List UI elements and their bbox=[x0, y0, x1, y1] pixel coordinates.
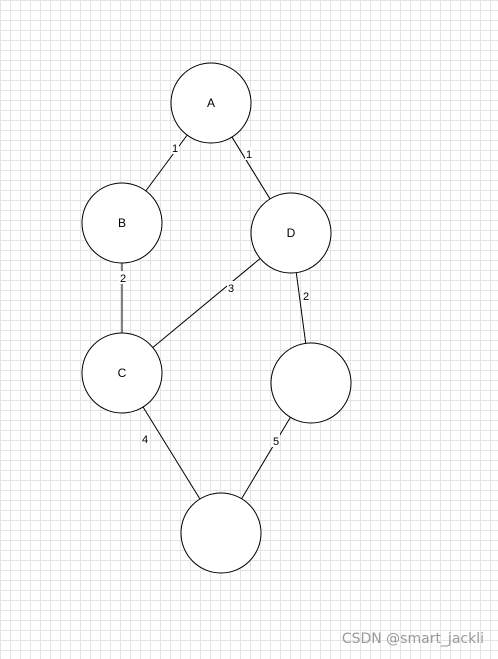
node-circle bbox=[270, 342, 352, 424]
edge-c-f bbox=[142, 406, 201, 500]
edge-weight-label: 1 bbox=[245, 147, 253, 161]
edge-e-f bbox=[241, 417, 291, 499]
edge-weight-label: 1 bbox=[171, 141, 179, 155]
edge-a-b bbox=[145, 134, 188, 192]
edge-labels-layer: 1 1 2 3 2 4 5 bbox=[119, 141, 310, 448]
edge-weight-text: 2 bbox=[303, 291, 309, 303]
watermark-text: CSDN @smart_jackli bbox=[341, 631, 484, 647]
node-circle bbox=[81, 182, 163, 264]
edge-weight-label: 2 bbox=[119, 271, 127, 285]
edge-weight-text: 1 bbox=[172, 143, 178, 155]
nodes-layer: A B D C bbox=[81, 62, 352, 574]
node-b: B bbox=[81, 182, 163, 264]
edge-weight-text: 3 bbox=[228, 283, 234, 295]
edge-weight-text: 2 bbox=[120, 273, 126, 285]
node-circle bbox=[180, 492, 262, 574]
edge-weight-text: 4 bbox=[142, 434, 148, 446]
node-label: D bbox=[287, 226, 296, 240]
node-circle bbox=[81, 332, 163, 414]
edge-weight-text: 5 bbox=[273, 436, 279, 448]
edge-weight-label: 5 bbox=[272, 434, 280, 448]
edge-d-e bbox=[295, 272, 307, 344]
node-circle bbox=[170, 62, 252, 144]
node-c: C bbox=[81, 332, 163, 414]
edge-weight-label: 4 bbox=[141, 432, 149, 446]
node-a: A bbox=[170, 62, 252, 144]
edge-weight-text: 1 bbox=[246, 149, 252, 161]
node-label: C bbox=[118, 366, 127, 380]
node-f bbox=[180, 492, 262, 574]
node-e bbox=[270, 342, 352, 424]
node-label: B bbox=[118, 216, 126, 230]
edge-weight-label: 3 bbox=[227, 281, 235, 295]
node-label: A bbox=[207, 96, 215, 110]
edge-d-c bbox=[152, 258, 261, 348]
edge-a-d bbox=[231, 136, 271, 200]
edge-weight-label: 2 bbox=[302, 289, 310, 303]
node-circle bbox=[250, 192, 332, 274]
node-d: D bbox=[250, 192, 332, 274]
